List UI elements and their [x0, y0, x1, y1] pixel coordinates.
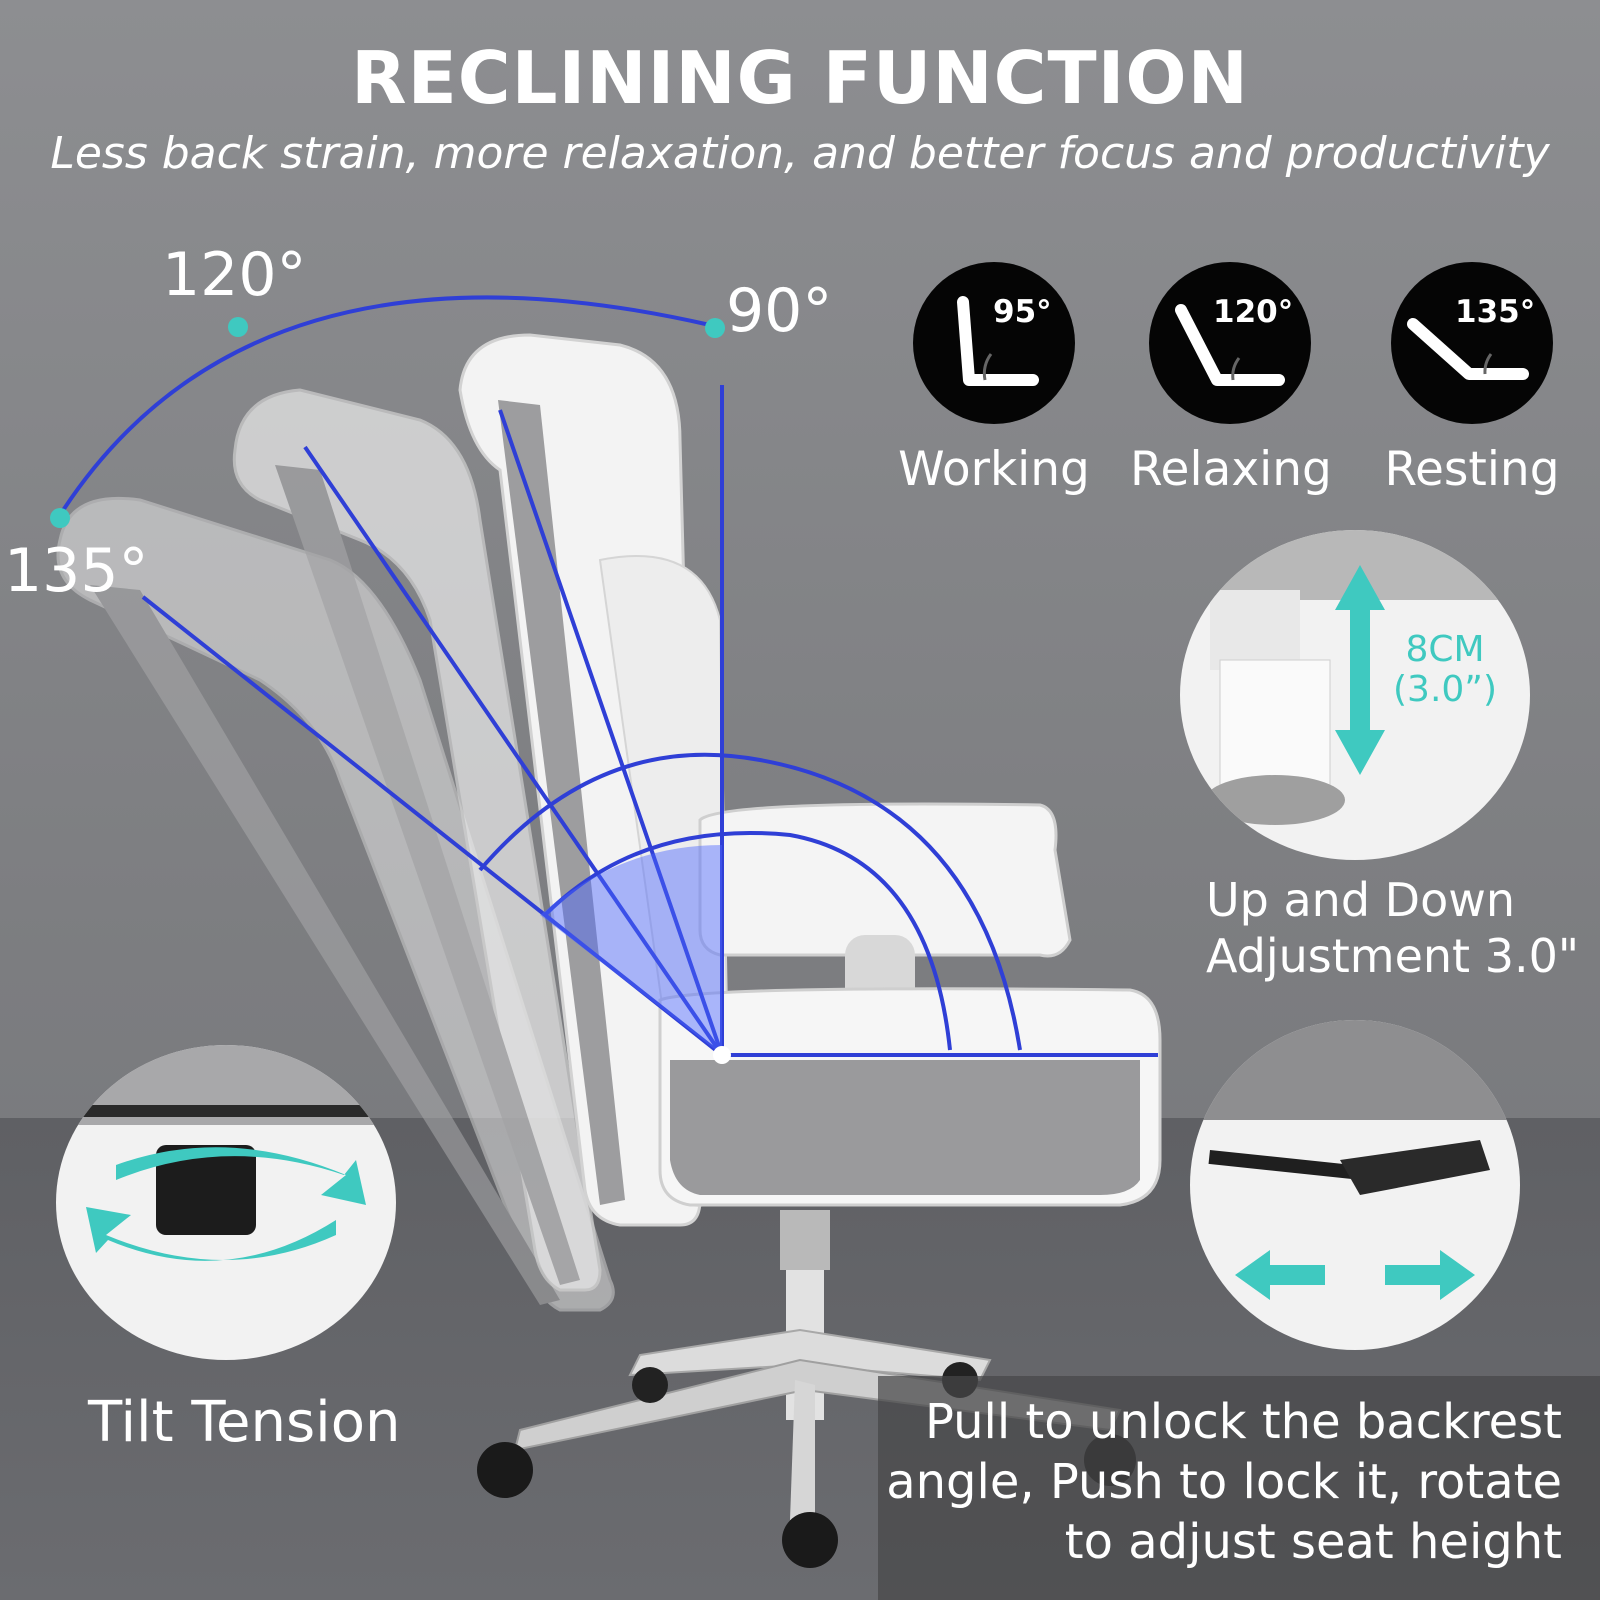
height-measurement: 8CM (3.0”) [1390, 630, 1500, 710]
height-cm: 8CM [1405, 629, 1485, 670]
height-label-line1: Up and Down [1206, 873, 1515, 927]
instruction-line-3: to adjust seat height [1064, 1514, 1562, 1570]
angle-label-90: 90° [726, 276, 833, 346]
rotate-arrows-icon [86, 1147, 366, 1261]
slide-arrows-icon [1235, 1250, 1475, 1300]
page-title: RECLINING FUNCTION [351, 36, 1249, 120]
recline-120-icon: 120° [1149, 262, 1311, 424]
mode-angle: 95° [993, 294, 1052, 330]
recline-135-icon: 135° [1391, 262, 1553, 424]
instruction-line-2: angle, Push to lock it, rotate [886, 1454, 1562, 1510]
mode-name: Resting [1384, 442, 1560, 497]
mode-angle: 120° [1213, 294, 1294, 330]
footrest-closeup [1190, 1020, 1520, 1350]
mode-name: Working [898, 442, 1090, 497]
mode-angle: 135° [1455, 294, 1536, 330]
height-adjust-label: Up and Down Adjustment 3.0" [1206, 872, 1579, 984]
height-label-line2: Adjustment 3.0" [1206, 929, 1580, 983]
tilt-tension-closeup [56, 1045, 396, 1360]
height-in: (3.0”) [1393, 669, 1497, 710]
angle-label-120: 120° [162, 240, 307, 310]
instruction-line-1: Pull to unlock the backrest [924, 1394, 1562, 1450]
page-subtitle: Less back strain, more relaxation, and b… [50, 128, 1550, 179]
lever-instructions-box: Pull to unlock the backrest angle, Push … [878, 1376, 1600, 1600]
vertical-arrows-icon [1335, 565, 1385, 775]
tilt-tension-label: Tilt Tension [88, 1390, 401, 1455]
mode-resting: 135° Resting [1372, 262, 1572, 497]
mode-relaxing: 120° Relaxing [1130, 262, 1332, 497]
angle-label-135: 135° [4, 536, 149, 606]
lever-instructions: Pull to unlock the backrest angle, Push … [882, 1392, 1562, 1572]
mode-working: 95° Working [894, 262, 1094, 497]
height-adjust-closeup: 8CM (3.0”) [1180, 530, 1530, 860]
recline-95-icon: 95° [913, 262, 1075, 424]
mode-name: Relaxing [1130, 442, 1332, 497]
